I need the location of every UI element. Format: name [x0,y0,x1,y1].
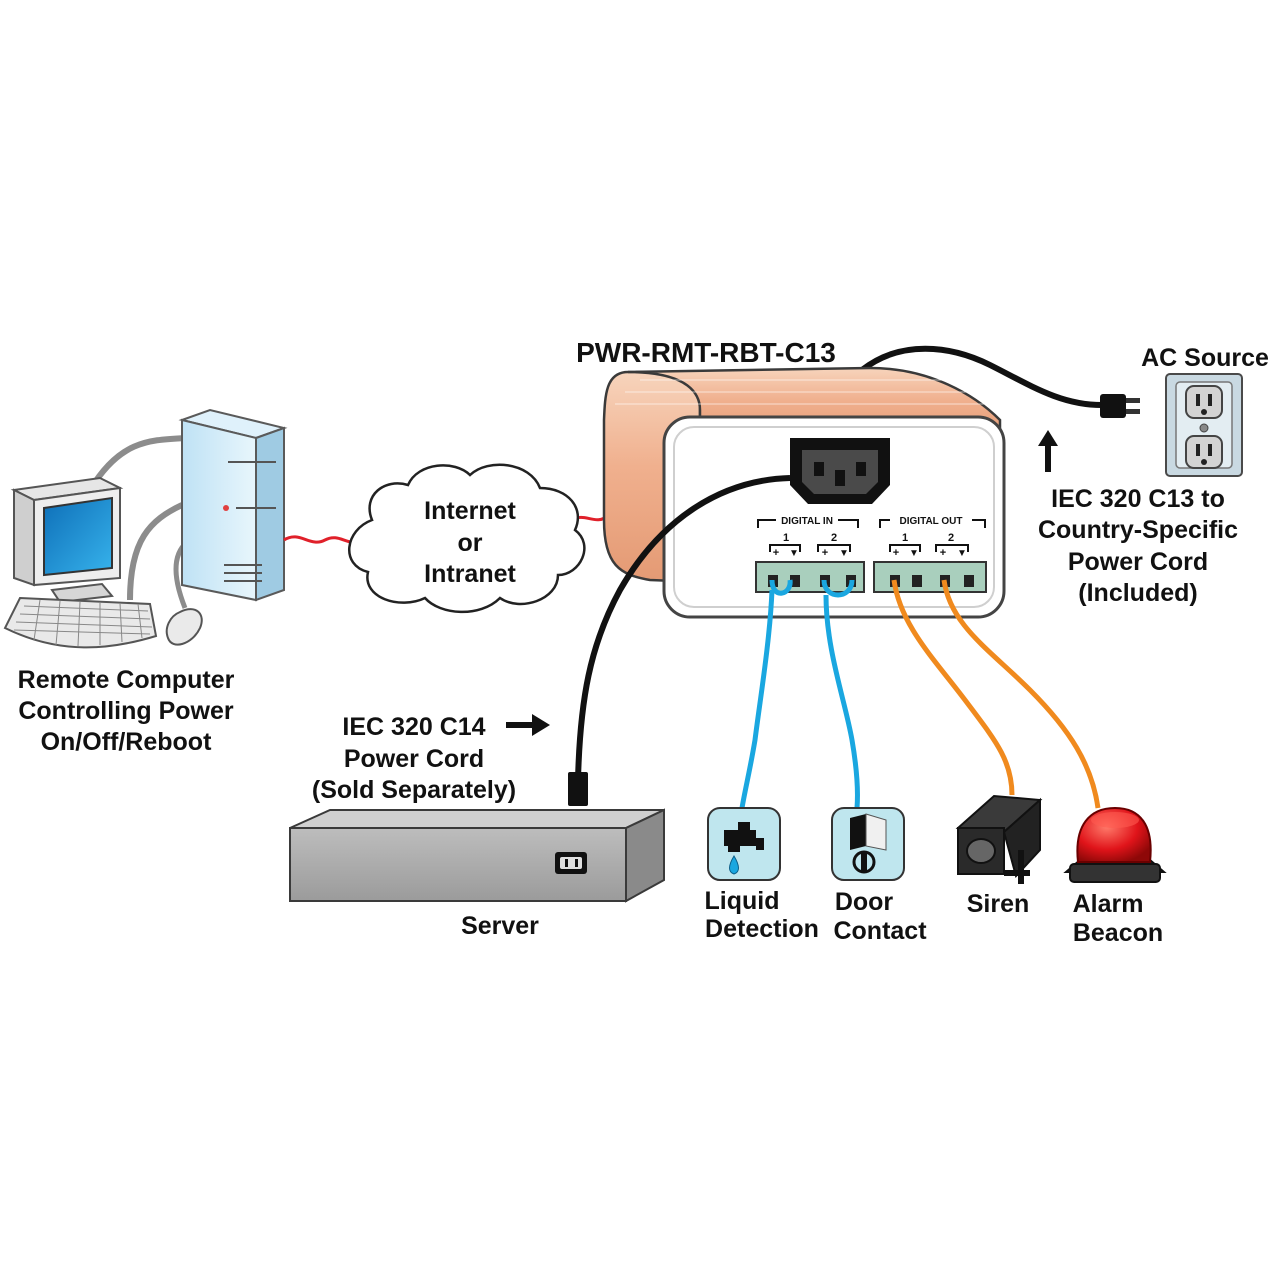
keyboard-cable [127,502,184,601]
iec-c14-label-line3: (Sold Separately) [312,776,516,804]
server-label: Server [461,912,539,940]
beacon-label-line2: Beacon [1073,919,1163,947]
keyboard [3,596,158,649]
ac-source-label: AC Source [1141,344,1269,372]
computer-label-line2: Controlling Power [18,697,234,725]
digital-in-label: DIGITAL IN [781,516,833,527]
arrow-up-icon [1038,430,1058,472]
door-label-line2: Contact [833,917,927,945]
computer-tower [178,408,288,602]
output-cable-siren [891,579,1015,796]
door-label-line1: Door [835,888,894,916]
iec-c13-label-line2: Country-Specific [1038,516,1238,544]
siren-icon [955,794,1043,884]
computer-label-line1: Remote Computer [18,666,235,694]
digital-in-1-plus: + [773,547,779,559]
digital-out-channel-1: 1 [902,532,908,544]
digital-out-channel-2: 2 [948,532,954,544]
alarm-beacon-icon [1063,806,1167,883]
network-cloud: Internet or Intranet [348,463,586,614]
digital-out-header: DIGITAL OUT 1 2 + ▼ + ▼ [879,516,986,559]
liquid-label-line2: Detection [705,915,819,943]
iec-c13-inlet [790,438,890,504]
computer-label-line3: On/Off/Reboot [41,728,212,756]
digital-out-terminal-block [873,561,987,593]
output-cable-beacon [941,579,1101,809]
digital-in-channel-1: 1 [783,532,789,544]
iec-c13-label-line4: (Included) [1078,579,1197,607]
input-cable-door [821,579,860,809]
iec-c14-label-line2: Power Cord [344,745,484,773]
network-label-line2: or [458,529,483,557]
digital-out-label: DIGITAL OUT [900,516,963,527]
device-enclosure: DIGITAL IN 1 2 + ▼ + ▼ DIGITAL OUT 1 2 +… [602,366,1006,619]
c14-plug [568,772,588,806]
remote-computer-group [3,408,288,649]
digital-out-1-minus: ▼ [909,548,919,559]
ac-plug [1100,394,1140,418]
network-label-line3: Intranet [424,560,516,588]
digital-in-1-minus: ▼ [789,548,799,559]
iec-c13-label-line3: Power Cord [1068,548,1208,576]
arrow-right-icon [506,714,550,736]
server-power-inlet [555,852,587,874]
digital-out-2-minus: ▼ [957,548,967,559]
beacon-label-line1: Alarm [1073,890,1144,918]
digital-in-2-plus: + [822,547,828,559]
liquid-label-line1: Liquid [705,887,780,915]
door-contact-icon [831,807,905,881]
network-label-line1: Internet [424,497,516,525]
ac-power-cord [860,345,1103,408]
liquid-detection-icon [707,807,781,881]
device-model-label: PWR-RMT-RBT-C13 [576,337,836,368]
digital-in-2-minus: ▼ [839,548,849,559]
input-cable-liquid [739,579,793,809]
iec-c14-label-line1: IEC 320 C14 [342,713,485,741]
digital-out-2-plus: + [940,547,946,559]
mouse [165,608,203,646]
monitor-screen [43,496,113,577]
iec-c13-label-line1: IEC 320 C13 to [1051,485,1225,513]
digital-in-header: DIGITAL IN 1 2 + ▼ + ▼ [757,516,859,559]
computer-monitor [10,476,124,604]
digital-in-channel-2: 2 [831,532,837,544]
ac-outlet [1165,373,1243,477]
monitor-cable [87,435,186,492]
siren-label: Siren [967,890,1030,918]
digital-out-1-plus: + [893,547,899,559]
server [289,808,665,903]
server-power-cord [575,475,791,781]
